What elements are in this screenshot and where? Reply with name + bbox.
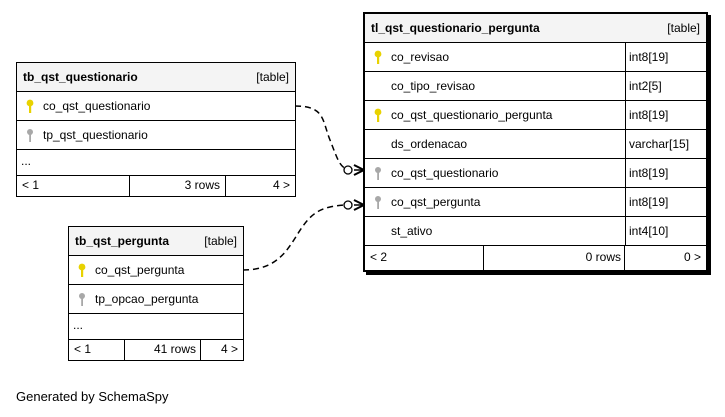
- table-footer: < 1 3 rows 4 >: [17, 176, 295, 196]
- column-row[interactable]: co_revisao int8[19]: [365, 43, 706, 72]
- column-name: co_tipo_revisao: [391, 79, 476, 93]
- row-count: 0 rows: [483, 246, 626, 270]
- column-name: co_revisao: [391, 50, 450, 64]
- foreign-key-icon: [79, 293, 85, 306]
- row-count: 41 rows: [124, 340, 201, 360]
- table-footer: < 1 41 rows 4 >: [69, 340, 243, 360]
- generated-by-caption: Generated by SchemaSpy: [16, 389, 169, 404]
- relationship-pergunta-optional-marker: [343, 200, 353, 210]
- column-name: st_ativo: [391, 224, 433, 238]
- parents-count[interactable]: < 1: [74, 342, 92, 356]
- parents-count[interactable]: < 1: [22, 178, 40, 192]
- foreign-key-icon: [375, 167, 381, 180]
- column-name: ds_ordenacao: [391, 137, 468, 151]
- column-name: co_qst_pergunta: [391, 195, 481, 209]
- primary-key-icon: [78, 263, 86, 277]
- table-type: [table]: [204, 234, 237, 248]
- table-footer: < 2 0 rows 0 >: [365, 246, 706, 270]
- more-columns[interactable]: ...: [17, 150, 295, 176]
- foreign-key-icon: [27, 129, 33, 142]
- column-row[interactable]: st_ativo int4[10]: [365, 217, 706, 246]
- table-name: tl_qst_questionario_pergunta: [371, 21, 540, 35]
- children-count[interactable]: 0 >: [624, 246, 706, 270]
- table-name: tb_qst_questionario: [23, 70, 138, 84]
- column-type: int8[19]: [625, 101, 706, 129]
- relationship-pergunta-line: [242, 204, 353, 271]
- table-tb-qst-questionario[interactable]: tb_qst_questionario [table] co_qst_quest…: [16, 62, 296, 197]
- column-name: co_qst_questionario: [43, 99, 151, 113]
- column-type: int8[19]: [625, 43, 706, 71]
- table-header: tb_qst_questionario [table]: [17, 63, 295, 92]
- table-name: tb_qst_pergunta: [75, 234, 170, 248]
- children-count[interactable]: 4 >: [200, 340, 243, 360]
- column-name: tp_opcao_pergunta: [95, 292, 199, 306]
- column-row[interactable]: co_qst_questionario_pergunta int8[19]: [365, 101, 706, 130]
- relationship-questionario-optional-marker: [343, 165, 353, 175]
- column-type: varchar[15]: [625, 130, 706, 158]
- column-row[interactable]: co_qst_questionario int8[19]: [365, 159, 706, 188]
- column-row[interactable]: co_qst_questionario: [17, 92, 295, 121]
- column-type: int8[19]: [625, 159, 706, 187]
- column-name: co_qst_questionario: [391, 166, 499, 180]
- column-row[interactable]: co_tipo_revisao int2[5]: [365, 72, 706, 101]
- foreign-key-icon: [375, 196, 381, 209]
- column-row[interactable]: tp_qst_questionario: [17, 121, 295, 150]
- column-name: tp_qst_questionario: [43, 128, 148, 142]
- table-tb-qst-pergunta[interactable]: tb_qst_pergunta [table] co_qst_pergunta …: [68, 226, 244, 361]
- more-columns[interactable]: ...: [69, 314, 243, 340]
- column-type: int8[19]: [625, 188, 706, 216]
- table-type: [table]: [256, 70, 289, 84]
- row-count: 3 rows: [129, 176, 225, 196]
- primary-key-icon: [26, 99, 34, 113]
- column-type: int4[10]: [625, 217, 706, 245]
- table-type: [table]: [667, 21, 700, 35]
- column-row[interactable]: co_qst_pergunta: [69, 256, 243, 285]
- parents-count[interactable]: < 2: [370, 250, 388, 264]
- table-tl-qst-questionario-pergunta[interactable]: tl_qst_questionario_pergunta [table] co_…: [363, 12, 708, 272]
- column-name: co_qst_pergunta: [95, 263, 185, 277]
- primary-key-icon: [374, 108, 382, 122]
- relationship-questionario-line: [294, 105, 353, 171]
- primary-key-icon: [374, 50, 382, 64]
- table-header: tl_qst_questionario_pergunta [table]: [365, 14, 706, 43]
- children-count[interactable]: 4 >: [225, 176, 295, 196]
- column-row[interactable]: tp_opcao_pergunta: [69, 285, 243, 314]
- column-name: co_qst_questionario_pergunta: [391, 108, 553, 122]
- column-type: int2[5]: [625, 72, 706, 100]
- table-header: tb_qst_pergunta [table]: [69, 227, 243, 256]
- column-row[interactable]: ds_ordenacao varchar[15]: [365, 130, 706, 159]
- column-row[interactable]: co_qst_pergunta int8[19]: [365, 188, 706, 217]
